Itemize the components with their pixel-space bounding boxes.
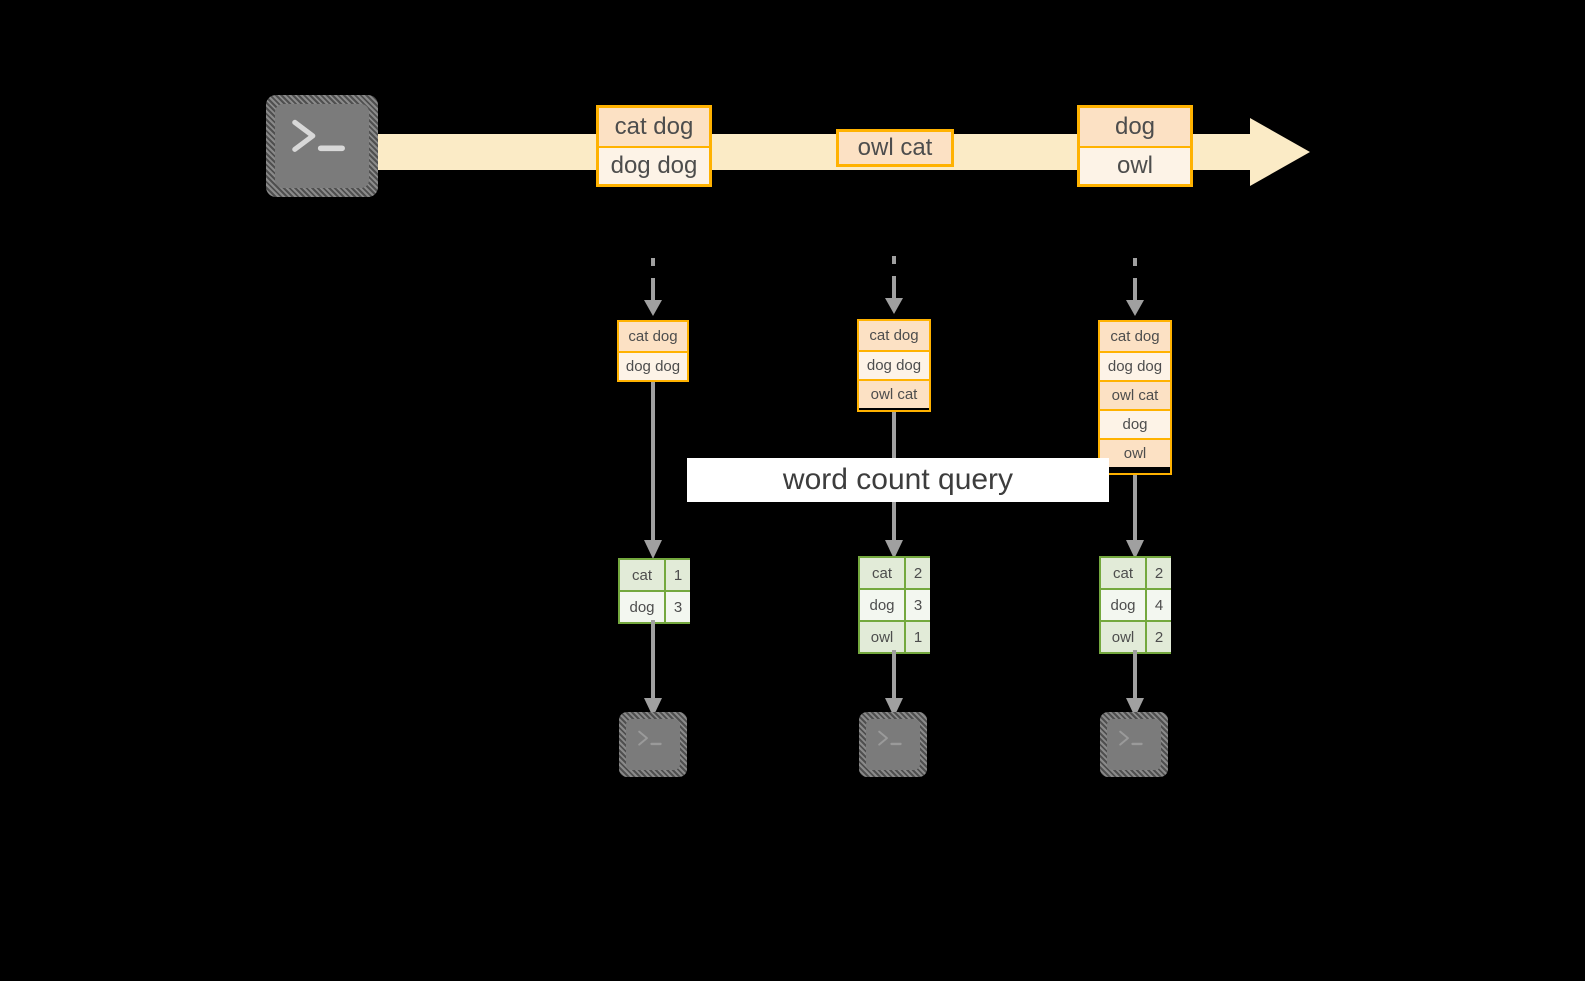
- table-row: dog 3: [860, 588, 930, 620]
- table-row: cat 2: [1101, 558, 1171, 588]
- prompt-glyph-icon: [292, 119, 346, 152]
- trigger-2-sink-arrow-icon: [885, 650, 903, 717]
- input-row: dog: [1100, 409, 1170, 438]
- result-word: cat: [620, 560, 664, 590]
- trigger-3-sink-terminal-icon[interactable]: [1100, 712, 1168, 777]
- stream-batch-2[interactable]: owl cat: [836, 129, 954, 167]
- input-row: owl cat: [859, 379, 929, 408]
- trigger-3-dashed-arrow-icon: [1126, 258, 1144, 316]
- result-count: 1: [664, 560, 690, 590]
- table-row: owl 2: [1101, 620, 1171, 652]
- result-word: dog: [1101, 590, 1145, 620]
- result-word: cat: [1101, 558, 1145, 588]
- trigger-2-input-table[interactable]: cat dog dog dog owl cat: [857, 319, 931, 412]
- input-row: cat dog: [619, 322, 687, 351]
- table-row: dog 3: [620, 590, 690, 622]
- trigger-1-sink-arrow-icon: [644, 620, 662, 717]
- table-row: dog 4: [1101, 588, 1171, 620]
- prompt-glyph-icon: [637, 730, 662, 746]
- trigger-2-dashed-arrow-icon: [885, 256, 903, 314]
- result-word: cat: [860, 558, 904, 588]
- result-count: 2: [1145, 558, 1171, 588]
- trigger-1-query-arrow-icon: [644, 382, 662, 559]
- batch-line: owl cat: [839, 132, 951, 164]
- input-row: cat dog: [1100, 322, 1170, 351]
- trigger-2-sink-terminal-icon[interactable]: [859, 712, 927, 777]
- batch-line: dog: [1080, 108, 1190, 146]
- prompt-glyph-icon: [877, 730, 902, 746]
- terminal-body: [866, 719, 920, 770]
- result-word: dog: [860, 590, 904, 620]
- prompt-glyph-icon: [1118, 730, 1143, 746]
- table-row: cat 1: [620, 560, 690, 590]
- result-count: 3: [664, 592, 690, 622]
- table-row: cat 2: [860, 558, 930, 588]
- trigger-1-input-table[interactable]: cat dog dog dog: [617, 320, 689, 382]
- terminal-body: [1107, 719, 1161, 770]
- stream-batch-3[interactable]: dog owl: [1077, 105, 1193, 187]
- trigger-1-dashed-arrow-icon: [644, 258, 662, 316]
- result-count: 1: [904, 622, 930, 652]
- trigger-3-result-table[interactable]: cat 2 dog 4 owl 2: [1099, 556, 1171, 654]
- table-row: owl 1: [860, 620, 930, 652]
- input-row: owl cat: [1100, 380, 1170, 409]
- batch-line: dog dog: [599, 146, 709, 184]
- result-count: 4: [1145, 590, 1171, 620]
- input-row: cat dog: [859, 321, 929, 350]
- terminal-body: [275, 104, 369, 188]
- trigger-1-result-table[interactable]: cat 1 dog 3: [618, 558, 690, 624]
- trigger-2-result-table[interactable]: cat 2 dog 3 owl 1: [858, 556, 930, 654]
- batch-line: cat dog: [599, 108, 709, 146]
- input-row: dog dog: [619, 351, 687, 380]
- trigger-3-sink-arrow-icon: [1126, 650, 1144, 717]
- stream-batch-1[interactable]: cat dog dog dog: [596, 105, 712, 187]
- trigger-3-query-arrow-icon: [1126, 475, 1144, 559]
- input-row: dog dog: [859, 350, 929, 379]
- trigger-3-input-table[interactable]: cat dog dog dog owl cat dog owl: [1098, 320, 1172, 475]
- result-word: dog: [620, 592, 664, 622]
- result-word: owl: [860, 622, 904, 652]
- result-count: 2: [904, 558, 930, 588]
- batch-line: owl: [1080, 146, 1190, 184]
- result-word: owl: [1101, 622, 1145, 652]
- source-terminal-icon[interactable]: [266, 95, 378, 197]
- result-count: 3: [904, 590, 930, 620]
- input-row: dog dog: [1100, 351, 1170, 380]
- result-count: 2: [1145, 622, 1171, 652]
- query-label: word count query: [687, 458, 1109, 502]
- trigger-1-sink-terminal-icon[interactable]: [619, 712, 687, 777]
- input-row: owl: [1100, 438, 1170, 467]
- terminal-body: [626, 719, 680, 770]
